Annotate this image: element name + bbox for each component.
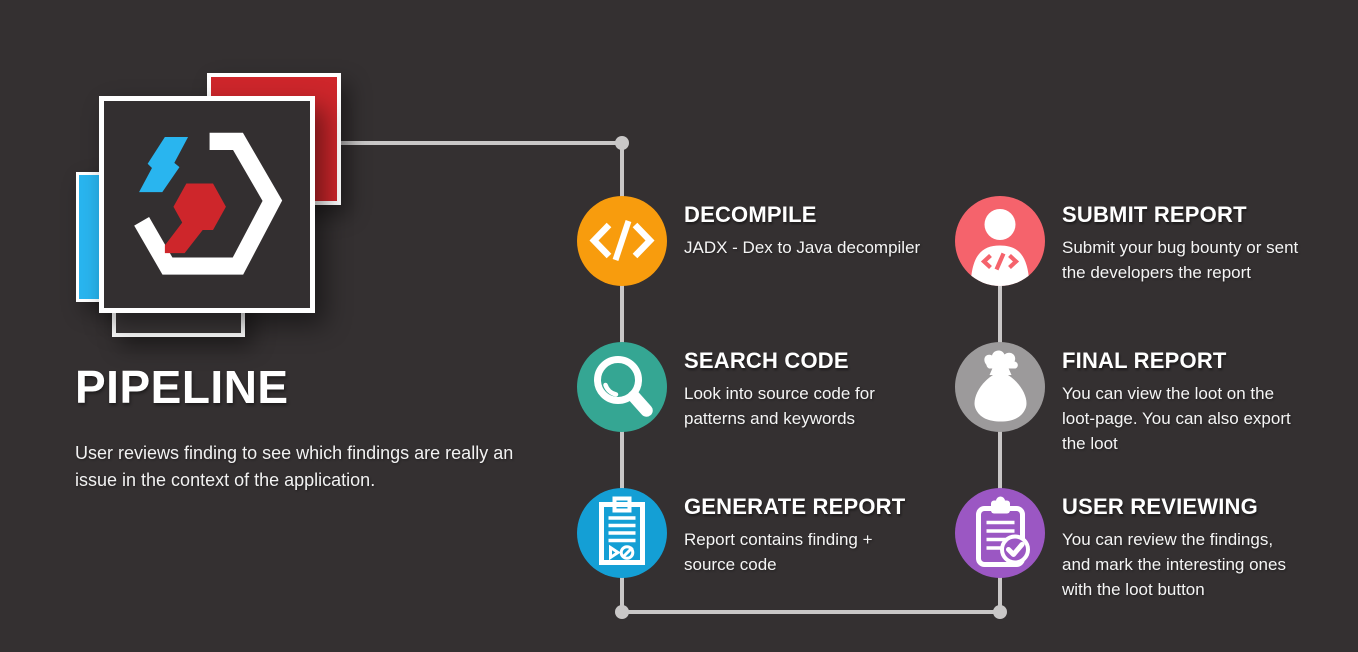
step-title: USER REVIEWING [1062, 494, 1258, 519]
code-icon [589, 220, 655, 261]
logo-main-square [99, 96, 315, 313]
step-decompile: DECOMPILE JADX - Dex to Java decompiler [577, 196, 994, 286]
connector-line-bottom [620, 610, 1002, 614]
step-title: SUBMIT REPORT [1062, 202, 1247, 227]
step-icon-circle [955, 196, 1045, 286]
step-title: FINAL REPORT [1062, 348, 1227, 373]
step-submit-report: SUBMIT REPORT Submit your bug bounty or … [955, 196, 1358, 286]
step-user-reviewing: USER REVIEWING You can review the findin… [955, 488, 1358, 602]
step-icon-circle [955, 488, 1045, 578]
page-description: User reviews finding to see which findin… [75, 443, 514, 490]
step-icon-circle [577, 196, 667, 286]
step-title: GENERATE REPORT [684, 494, 906, 519]
step-final-report: FINAL REPORT You can view the loot on th… [955, 342, 1358, 456]
review-clipboard-check-icon [976, 496, 1030, 567]
step-icon-circle [955, 342, 1045, 432]
report-clipboard-icon [599, 496, 645, 565]
step-description: You can review the findings,and mark the… [1062, 530, 1286, 599]
connector-dot [615, 605, 629, 619]
step-icon-circle [577, 342, 667, 432]
step-generate-report: GENERATE REPORT Report contains finding … [577, 488, 994, 578]
step-title: DECOMPILE [684, 202, 817, 227]
loot-bag-icon [974, 350, 1027, 422]
page-title: PIPELINE [75, 361, 289, 413]
step-description: JADX - Dex to Java decompiler [684, 238, 921, 257]
step-title: SEARCH CODE [684, 348, 849, 373]
step-icon-circle [577, 488, 667, 578]
connector-dot [615, 136, 629, 150]
search-icon [594, 356, 653, 417]
hexagon-code-logo-icon [134, 132, 283, 275]
intro-section: PIPELINE User reviews finding to see whi… [75, 360, 513, 494]
developer-user-icon [970, 209, 1030, 286]
step-description: Report contains finding +source code [684, 530, 873, 574]
connector-dot [993, 605, 1007, 619]
connector-line-top [338, 141, 624, 145]
